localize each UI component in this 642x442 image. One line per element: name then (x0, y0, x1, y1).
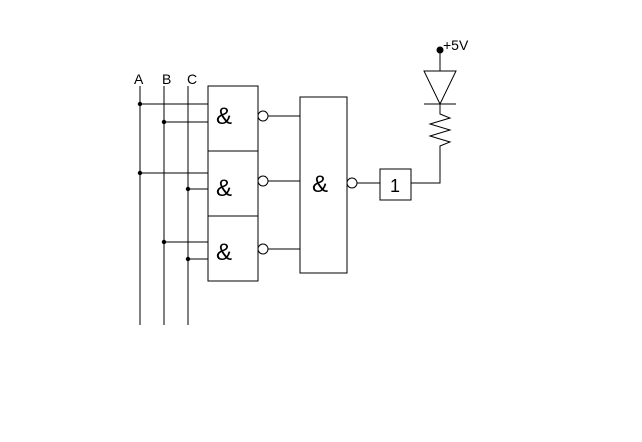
input-label-b: B (162, 71, 171, 87)
led-triangle (423, 70, 457, 106)
inversion-bubble (257, 243, 269, 255)
junction-dot (137, 170, 143, 176)
resistor (428, 108, 452, 150)
inversion-bubble (257, 175, 269, 187)
inversion-bubble (346, 177, 358, 189)
inversion-bubble (257, 110, 269, 122)
output-path: +5V (411, 37, 469, 184)
gate-symbol: & (216, 175, 232, 202)
junction-dot (185, 186, 191, 192)
nand-gate-2: & (207, 150, 269, 217)
supply-label: +5V (443, 37, 469, 53)
stage-connections (268, 115, 300, 250)
gate-symbol: & (216, 103, 232, 130)
junction-dot (137, 101, 143, 107)
buffer-gate: 1 (379, 168, 412, 201)
input-bus: A B C (134, 71, 197, 325)
junction-dot (185, 256, 191, 262)
input-connections (137, 101, 208, 262)
buffer-symbol: 1 (390, 176, 400, 196)
gate-symbol: & (312, 171, 328, 198)
output-nand-gate: & (299, 96, 358, 274)
nand-gate-3: & (207, 215, 269, 282)
input-label-c: C (187, 71, 197, 87)
supply-node (436, 46, 444, 54)
junction-dot (161, 239, 167, 245)
input-label-a: A (134, 71, 144, 87)
gate-symbol: & (216, 239, 232, 266)
nand-gate-1: & (207, 85, 269, 152)
junction-dot (161, 119, 167, 125)
